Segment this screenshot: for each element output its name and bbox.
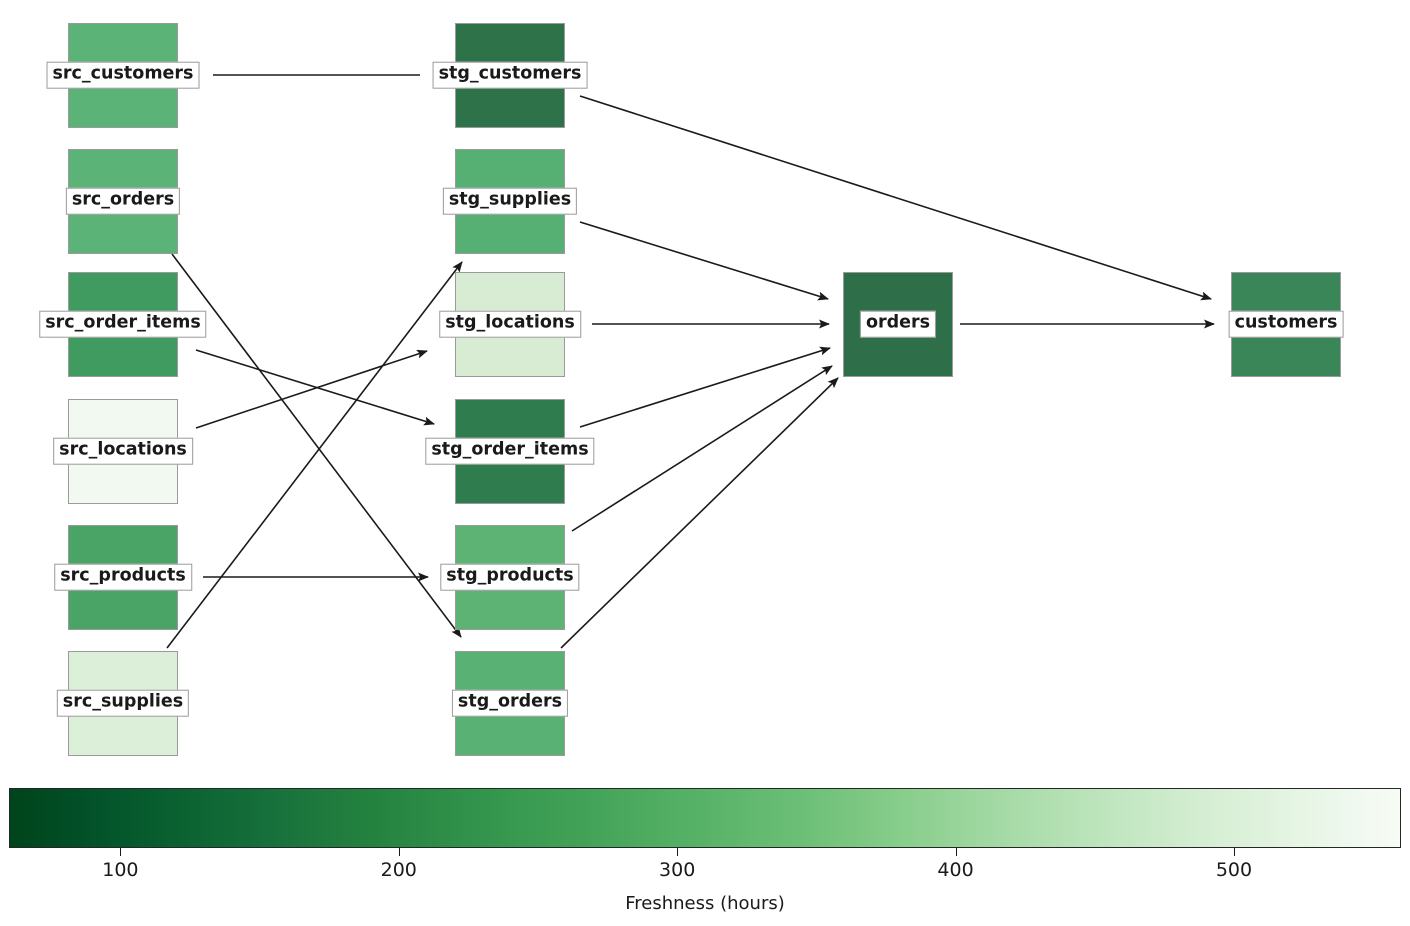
colorbar-gradient xyxy=(9,788,1401,848)
colorbar-tick-label-200: 200 xyxy=(380,859,417,881)
colorbar-tick-200 xyxy=(398,848,400,856)
node-label-stg_products[interactable]: stg_products xyxy=(440,563,580,591)
colorbar-tick-label-400: 400 xyxy=(937,859,974,881)
node-label-src_customers[interactable]: src_customers xyxy=(46,61,200,89)
edge-stg_products-orders xyxy=(571,365,833,532)
colorbar-tick-label-500: 500 xyxy=(1215,859,1253,881)
edge-stg_supplies-orders xyxy=(579,221,829,301)
node-label-stg_orders[interactable]: stg_orders xyxy=(451,689,569,717)
edge-src_locations-stg_locations xyxy=(195,349,428,429)
colorbar-tick-400 xyxy=(955,848,957,856)
node-label-src_orders[interactable]: src_orders xyxy=(65,187,181,215)
colorbar xyxy=(9,788,1401,848)
node-label-stg_locations[interactable]: stg_locations xyxy=(439,310,581,338)
node-label-stg_customers[interactable]: stg_customers xyxy=(432,61,588,89)
node-label-src_order_items[interactable]: src_order_items xyxy=(39,310,207,338)
edge-stg_order_items-orders xyxy=(579,346,831,428)
node-label-src_locations[interactable]: src_locations xyxy=(53,437,193,465)
colorbar-tick-300 xyxy=(677,848,679,856)
node-label-orders[interactable]: orders xyxy=(859,310,937,338)
colorbar-tick-500 xyxy=(1233,848,1235,856)
node-label-src_products[interactable]: src_products xyxy=(54,563,192,591)
colorbar-axis-label: Freshness (hours) xyxy=(625,893,785,914)
node-label-stg_supplies[interactable]: stg_supplies xyxy=(442,187,578,215)
edge-src_orders-stg_orders xyxy=(171,253,462,638)
node-label-customers[interactable]: customers xyxy=(1228,310,1344,338)
edge-src_supplies-stg_supplies xyxy=(166,261,463,649)
colorbar-tick-label-300: 300 xyxy=(659,859,696,881)
colorbar-tick-100 xyxy=(120,848,122,856)
edge-stg_orders-orders xyxy=(560,377,839,649)
edge-src_order_items-stg_order_items xyxy=(195,349,435,426)
colorbar-tick-label-100: 100 xyxy=(102,859,139,881)
edge-stg_customers-customers xyxy=(579,95,1212,301)
node-label-src_supplies[interactable]: src_supplies xyxy=(56,689,190,717)
node-label-stg_order_items[interactable]: stg_order_items xyxy=(425,437,595,465)
